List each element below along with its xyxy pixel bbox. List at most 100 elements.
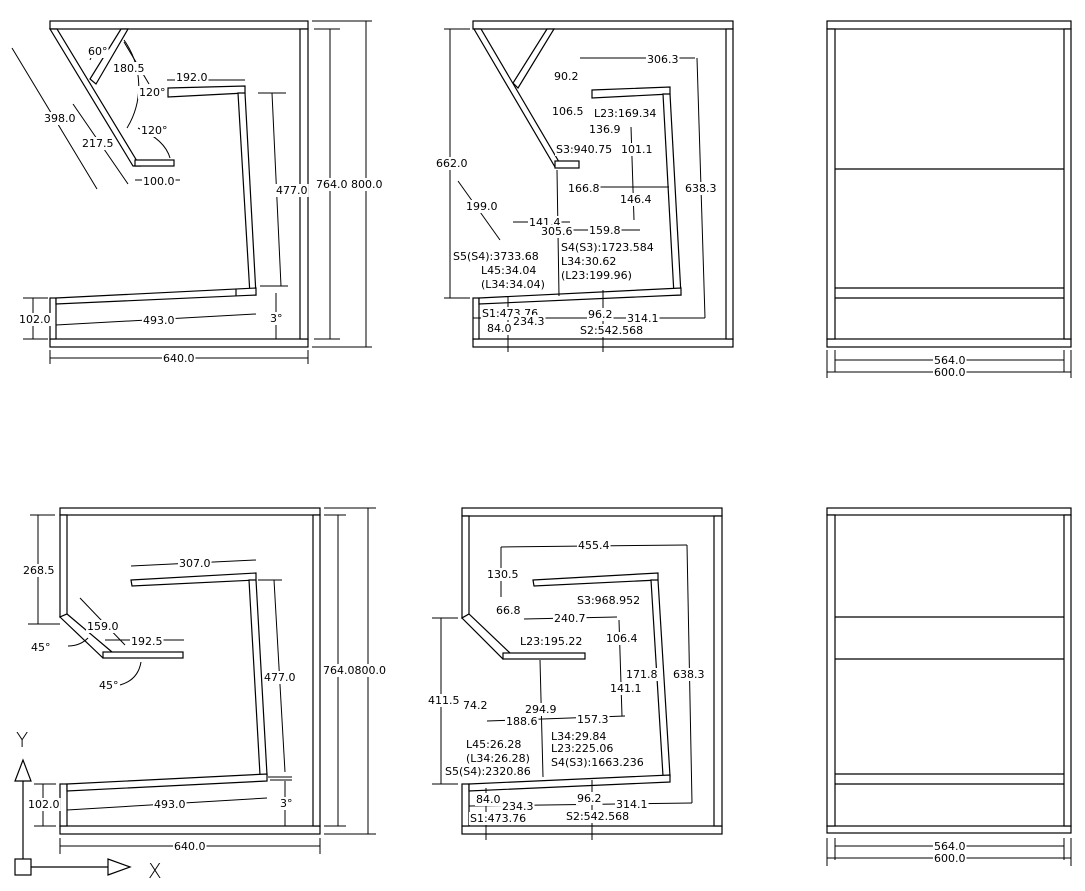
label-mask: [322, 664, 387, 677]
label-mask: [142, 314, 176, 327]
dim-label: S2:542.568: [580, 324, 643, 337]
view-bottom-right: 564.0 600.0: [826, 507, 1072, 866]
label-mask: [18, 313, 52, 326]
view-top-right: 564.0 600.0: [826, 20, 1072, 379]
view-top-left: 60° 180.5 120° 192.0 398.0 217.5 120° 10…: [11, 20, 384, 365]
label-mask: [153, 798, 187, 811]
dim-label: 493.0: [154, 798, 186, 811]
dim-label: 234.3: [513, 315, 545, 328]
dim-label: 188.6: [506, 715, 538, 728]
ucs-origin-box: [14, 858, 32, 876]
dim-label: 3°: [270, 312, 283, 325]
label-mask: [27, 798, 61, 811]
dim-label: 662.0: [436, 157, 468, 170]
label-mask: [524, 703, 558, 716]
label-mask: [469, 812, 528, 825]
label-mask: [350, 178, 384, 191]
ucs-axis-icon: Y X: [14, 728, 162, 883]
left-panel: [826, 514, 836, 827]
dim-label: 96.2: [588, 308, 613, 321]
top-panel: [49, 20, 309, 30]
dim-label: 314.1: [616, 798, 648, 811]
label-mask: [620, 143, 654, 156]
dim-label: 84.0: [476, 793, 501, 806]
label-mask: [480, 278, 546, 291]
dim-label: 240.7: [554, 612, 586, 625]
label-mask: [43, 112, 77, 125]
bottom-board: [66, 773, 268, 792]
label-mask: [684, 182, 718, 195]
dim-label: 120°: [141, 124, 168, 137]
dim-label: 600.0: [934, 366, 966, 379]
label-mask: [452, 250, 540, 263]
left-panel: [826, 28, 836, 340]
dim-label: L45:26.28: [466, 738, 521, 751]
dim-label: 180.5: [113, 62, 145, 75]
slanted-board-short: [89, 28, 130, 85]
label-mask: [427, 694, 461, 707]
label-mask: [588, 123, 622, 136]
label-mask: [672, 668, 706, 681]
dim-label: 192.0: [176, 71, 208, 84]
label-mask: [465, 738, 523, 751]
label-mask: [30, 641, 52, 654]
bottom-panel: [49, 338, 309, 348]
angled-board: [461, 613, 511, 660]
label-mask: [130, 635, 164, 648]
dim-label: 3°: [280, 797, 293, 810]
label-mask: [579, 324, 645, 337]
dim-label: 159.0: [87, 620, 119, 633]
label-mask: [553, 612, 587, 625]
dim-label: 564.0: [934, 840, 966, 853]
label-mask: [619, 193, 653, 206]
ucs-x-arrow-icon: [107, 858, 132, 876]
top-panel: [461, 507, 723, 517]
ucs-y-arrow-icon: [14, 758, 32, 782]
label-mask: [98, 679, 120, 692]
label-mask: [560, 241, 655, 254]
slanted-board-short: [512, 28, 556, 89]
label-mask: [87, 45, 109, 58]
dim-label: 84.0: [487, 322, 512, 335]
label-mask: [550, 756, 645, 769]
label-mask: [593, 107, 658, 120]
right-panel: [1063, 514, 1072, 827]
dim-label: 477.0: [276, 184, 308, 197]
top-shelf: [591, 86, 671, 99]
dim-101-line: [630, 126, 635, 221]
dim-label: 398.0: [44, 112, 76, 125]
label-mask: [553, 70, 580, 83]
label-mask: [435, 157, 469, 170]
right-panel: [1063, 28, 1072, 340]
dim-label: 157.3: [577, 713, 609, 726]
dim-label: S5(S4):2320.86: [445, 765, 531, 778]
dim-label: 100.0: [143, 175, 175, 188]
dim-label: 136.9: [589, 123, 621, 136]
dim-label: 101.1: [621, 143, 653, 156]
left-stub-panel: [59, 783, 68, 827]
dim-label: L45:34.04: [481, 264, 536, 277]
dim-label: 638.3: [673, 668, 705, 681]
label-mask: [175, 71, 209, 84]
dim-label: 564.0: [934, 354, 966, 367]
label-mask: [505, 715, 539, 728]
dim-label: 159.8: [589, 224, 621, 237]
dim-label: 106.4: [606, 632, 638, 645]
dim-label: 171.8: [626, 668, 658, 681]
dim-label: 96.2: [577, 792, 602, 805]
label-mask: [577, 539, 611, 552]
label-mask: [486, 322, 513, 335]
label-mask: [519, 635, 584, 648]
shelf-45: [102, 651, 184, 659]
dim-label: 192.5: [131, 635, 163, 648]
left-upper-panel: [59, 514, 68, 618]
dim-label: (L23:199.96): [561, 269, 632, 282]
label-mask: [173, 840, 207, 853]
dim-label: 455.4: [578, 539, 610, 552]
label-mask: [605, 632, 639, 645]
dim-label: S2:542.568: [566, 810, 629, 823]
dim-label: 764.0800.0: [323, 664, 386, 677]
dim-label: 640.0: [163, 352, 195, 365]
label-mask: [263, 671, 297, 684]
top-panel: [59, 507, 321, 516]
